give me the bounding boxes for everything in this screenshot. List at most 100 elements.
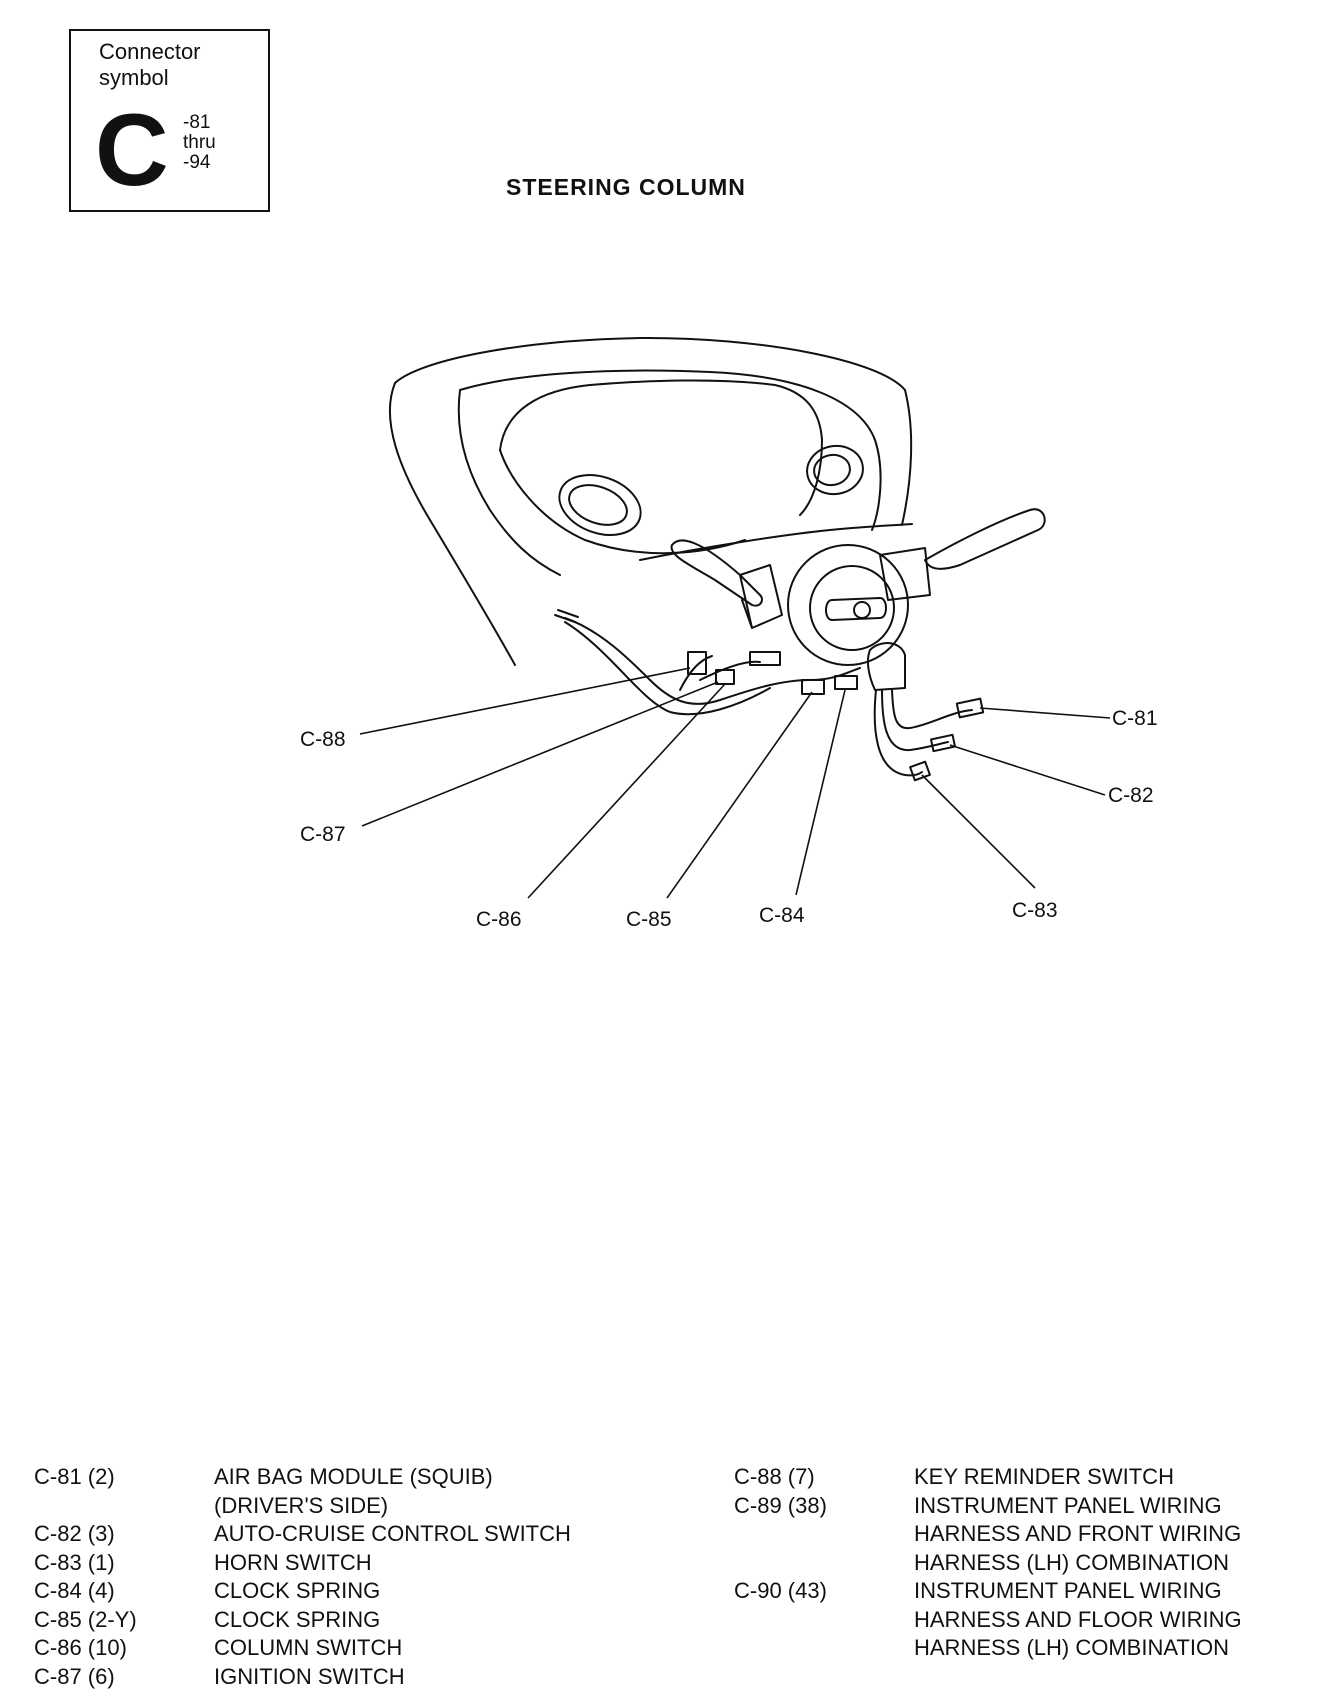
right-stalk	[924, 508, 1046, 570]
legend-row: C-87 (6) IGNITION SWITCH	[34, 1663, 654, 1692]
legend-code: C-89 (38)	[734, 1492, 827, 1518]
legend-row: C-82 (3) AUTO-CRUISE CONTROL SWITCH	[34, 1520, 654, 1549]
legend-row: HARNESS AND FRONT WIRING	[734, 1520, 1324, 1549]
legend-row: C-83 (1) HORN SWITCH	[34, 1549, 654, 1578]
legend-desc: COLUMN SWITCH	[214, 1635, 403, 1660]
ignition-key-slot	[825, 597, 887, 621]
dashboard-outline	[394, 336, 906, 391]
connector-symbol-caption: Connector symbol	[99, 39, 201, 91]
leader-c81	[979, 707, 1111, 719]
dash-left-sweep	[457, 389, 561, 576]
legend-row: C-84 (4) CLOCK SPRING	[34, 1577, 654, 1606]
legend-desc: HARNESS AND FLOOR WIRING	[914, 1606, 1242, 1632]
callout-c82: C-82	[1108, 784, 1154, 807]
callout-c88: C-88	[300, 728, 346, 751]
dash-lower-line	[639, 523, 913, 561]
ignition-key-hub	[853, 601, 871, 619]
dashboard-left-edge	[388, 382, 516, 666]
gauge-left-outer	[558, 474, 642, 536]
harness-branch-2	[699, 660, 761, 681]
connector-c82	[929, 733, 957, 753]
cluster-inner	[499, 379, 823, 516]
legend-row: C-90 (43) INSTRUMENT PANEL WIRING	[734, 1577, 1324, 1606]
legend-code: C-88 (7)	[734, 1464, 815, 1489]
left-switch-block	[739, 564, 783, 629]
range-start: -81	[183, 112, 211, 133]
wire-c81	[891, 689, 973, 730]
gauge-right-inner	[813, 453, 851, 487]
leader-c87	[361, 681, 719, 827]
legend-desc: IGNITION SWITCH	[214, 1663, 405, 1689]
legend-code: C-86 (10)	[34, 1635, 127, 1660]
legend-row: C-88 (7) KEY REMINDER SWITCH	[734, 1463, 1324, 1492]
callout-c87: C-87	[300, 823, 346, 846]
legend-desc: INSTRUMENT PANEL WIRING	[914, 1492, 1222, 1518]
callout-c84: C-84	[759, 904, 805, 927]
legend-row: C-81 (2) AIR BAG MODULE (SQUIB)	[34, 1463, 654, 1492]
gauge-left-inner	[568, 484, 628, 526]
leader-c84	[795, 689, 846, 896]
leader-c83	[921, 774, 1036, 889]
right-switch-block	[879, 547, 931, 601]
legend-code: C-85 (2-Y)	[34, 1606, 137, 1632]
legend-desc: AIR BAG MODULE (SQUIB)	[214, 1464, 493, 1489]
leader-c85	[666, 691, 813, 899]
callout-c83: C-83	[1012, 899, 1058, 922]
connector-c81	[955, 697, 985, 719]
legend-row: HARNESS AND FLOOR WIRING	[734, 1606, 1324, 1635]
callout-c86: C-86	[476, 908, 522, 931]
legend-row: HARNESS (LH) COMBINATION	[734, 1634, 1324, 1663]
connector-c85	[801, 679, 825, 695]
legend-desc: KEY REMINDER SWITCH	[914, 1464, 1174, 1489]
harness-branch-1	[564, 621, 771, 716]
wire-c82	[881, 689, 949, 752]
legend-row: C-85 (2-Y) CLOCK SPRING	[34, 1606, 654, 1635]
legend-desc: HARNESS (LH) COMBINATION	[914, 1635, 1229, 1660]
leader-c88	[359, 667, 691, 735]
gauge-right-outer	[806, 444, 864, 496]
cluster-lower-edge	[499, 449, 746, 555]
harness-branch-3	[679, 655, 713, 691]
legend-code: C-87 (6)	[34, 1663, 115, 1689]
callout-c81: C-81	[1112, 707, 1158, 730]
legend-desc: CLOCK SPRING	[214, 1578, 381, 1603]
legend-code: C-83 (1)	[34, 1549, 115, 1575]
page-title: STEERING COLUMN	[506, 174, 746, 200]
leader-c82	[949, 744, 1106, 796]
legend-code: C-81 (2)	[34, 1464, 115, 1489]
leader-c86	[527, 683, 726, 899]
legend-code: C-82 (3)	[34, 1521, 115, 1546]
legend-row: C-86 (10) COLUMN SWITCH	[34, 1634, 654, 1663]
legend-left: C-81 (2) AIR BAG MODULE (SQUIB) (DRIVER'S…	[34, 1463, 654, 1691]
connector-letter: C	[95, 93, 169, 207]
legend-desc: HORN SWITCH	[214, 1549, 372, 1575]
legend-right: C-88 (7) KEY REMINDER SWITCH C-89 (38) INS…	[734, 1463, 1324, 1663]
clock-spring-housing	[866, 642, 906, 691]
left-stalk	[670, 539, 763, 607]
connector-c84	[834, 675, 858, 690]
legend-desc: HARNESS AND FRONT WIRING	[914, 1521, 1242, 1546]
cluster-shroud	[459, 369, 882, 531]
callout-c85: C-85	[626, 908, 672, 931]
connector-symbol-box: Connector symbol C -81 thru -94	[69, 29, 270, 212]
legend-code: C-90 (43)	[734, 1578, 827, 1603]
legend-desc: CLOCK SPRING	[214, 1606, 381, 1632]
legend-code: C-84 (4)	[34, 1578, 115, 1603]
connector-c83	[909, 760, 931, 782]
caption-line-2: symbol	[99, 65, 169, 90]
legend-desc: (DRIVER'S SIDE)	[214, 1492, 389, 1518]
legend-desc: AUTO-CRUISE CONTROL SWITCH	[214, 1521, 571, 1546]
range-end: -94	[183, 152, 211, 173]
legend-row: (DRIVER'S SIDE)	[34, 1492, 654, 1521]
legend-desc: INSTRUMENT PANEL WIRING	[914, 1578, 1222, 1603]
legend-row: HARNESS (LH) COMBINATION	[734, 1549, 1324, 1578]
caption-line-1: Connector	[99, 39, 201, 64]
range-mid: thru	[183, 132, 216, 153]
connector-c88	[687, 651, 707, 675]
wire-c83	[873, 689, 923, 777]
connector-range: -81 thru -94	[183, 113, 216, 173]
connector-c86	[749, 651, 781, 666]
dashboard-right-edge	[901, 389, 913, 526]
legend-desc: HARNESS (LH) COMBINATION	[914, 1549, 1229, 1575]
column-ring-outer	[787, 544, 909, 666]
